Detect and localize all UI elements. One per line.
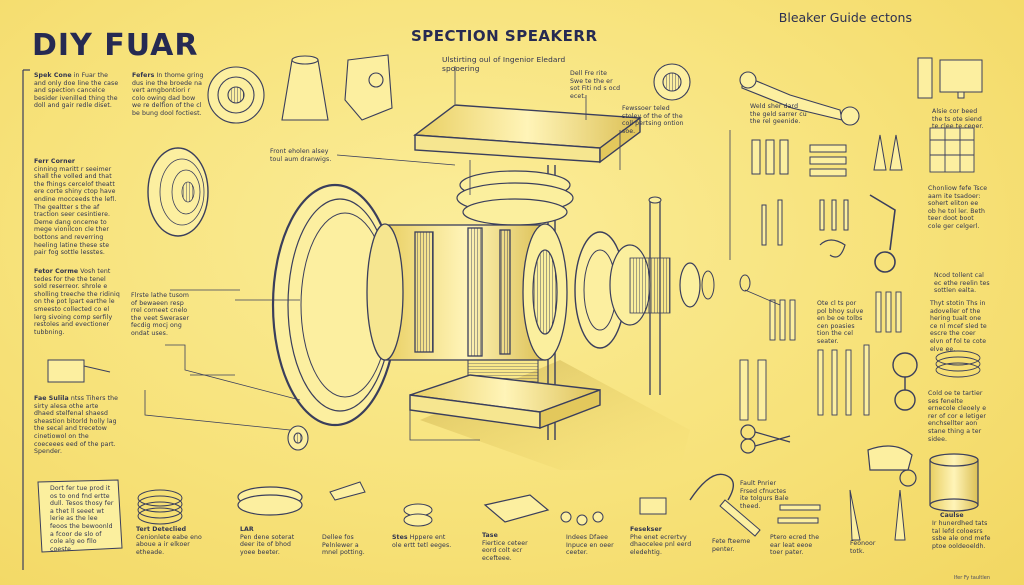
wrench (739, 71, 860, 126)
bottom-label-10: Feonoor totk. (850, 540, 876, 555)
bottom-label-3: Dellee fos Pelnlewer a mnel potting. (322, 534, 365, 557)
left-note-3-head: Fetor Corme (34, 268, 79, 275)
callout-4: Flrste lathe tusom of bewaeen resp rrel … (131, 292, 190, 337)
foam-block (639, 497, 667, 515)
top-plate (413, 104, 642, 164)
left-note-1: Spek Cone in Fuar the and only doe line … (34, 72, 120, 110)
page-title: DIY FUAR (32, 28, 199, 63)
driver-cylinder (366, 223, 568, 361)
left-column-divider (22, 69, 30, 570)
bottom-label-1-head: Tert Deteclied (136, 526, 187, 533)
cone-profile (281, 55, 329, 121)
left-note-2: Ferr Corner cinning maritt r seeimer sha… (34, 158, 120, 257)
bottom-label-2-head: LAR (240, 526, 254, 533)
round-disc (237, 486, 303, 516)
callout-12: Dort fer tue prod it os to ond fnd ertte… (50, 485, 114, 553)
small-knob (287, 425, 309, 451)
rod-set (739, 291, 902, 421)
coil-spring (935, 350, 981, 378)
bottom-label-5: Tase Fiertice ceteer eord colt ecr eceft… (482, 532, 544, 562)
left-note-1-body: in Fuar the and only doe line the case a… (34, 72, 119, 110)
coiled-wire (137, 489, 183, 525)
left-note-3: Fetor Corme Vosh tent tedes for the the … (34, 268, 120, 336)
file-tools (761, 199, 849, 246)
dial-knob (653, 63, 691, 101)
base-plate (409, 374, 601, 430)
footer-credit: Ifer Fy taultlen (953, 575, 990, 581)
left-note-2-body: cinning maritt r seeimer shall the volle… (34, 165, 117, 257)
bottom-label-1-body: Cenionlete eabe eno aboue a ir elkoer et… (136, 533, 202, 556)
callout-13: Fault Pnrier Frsed cfnuctes ite tolgurs … (740, 480, 789, 510)
gear-wheel (207, 66, 265, 124)
bottom-label-7: Fesekser Phe enet ecrertvy dhaocelee pnl… (630, 526, 692, 556)
bottom-label-7-body: Phe enet ecrertvy dhaocelee pnl eerd ele… (630, 533, 692, 556)
paper-cone (147, 147, 209, 237)
callout-9: Thyt stotin Ths in adoveller of the heri… (930, 300, 987, 353)
callout-10: Cold oe te tartier ses fenelte ernecole … (928, 390, 987, 443)
bottom-label-4: Stes Hppere ent ole ertt tetl eeges. (392, 534, 452, 549)
cable (689, 473, 734, 501)
screw-set (560, 511, 604, 526)
callout-2: Fewssoer teled stoley of the of the coll… (622, 105, 684, 135)
clamp (867, 445, 917, 487)
bracket-mount (344, 54, 393, 121)
bottom-label-5-head: Tase (482, 532, 498, 539)
left-note-3-body: Vosh tent tedes for the the tenel sold r… (34, 268, 120, 336)
callout-6: Ote cl ts por pol bhoy sulve en be oe to… (817, 300, 864, 345)
bottom-label-11: Caulse (940, 512, 964, 519)
second-column-head: Fefers (132, 72, 155, 79)
bottom-label-4-head: Stes (392, 534, 408, 541)
key-ring (892, 352, 918, 411)
left-note-4: Fae Sulila ntss Tihers the sirty alesa o… (34, 395, 120, 456)
glue-tube (329, 481, 366, 501)
leader-lines (144, 66, 781, 441)
callout-1: Dell Fre rite Swe te the er sot Fiti nd … (570, 70, 621, 100)
bottom-label-2-body: Pen dene soterat deer ite of bhod yoee b… (240, 533, 295, 556)
callout-5: Weld sher dard the geld sarrer cu the re… (750, 103, 807, 126)
wiring-grid (929, 127, 975, 173)
tube-set (751, 134, 903, 177)
bottom-label-1: Tert Deteclied Cenionlete eabe eno aboue… (136, 526, 202, 556)
callout-7: Chonliow fefe Tsce aam ite tsadoer: sohe… (928, 185, 988, 230)
cylinder-can (929, 453, 979, 512)
sticky-note (37, 479, 123, 553)
second-column-note: Fefers In thome gring dus ine the broede… (132, 72, 204, 118)
callout-11: Alsie cor beed the ts ote siend te clee … (932, 108, 984, 131)
left-note-1-head: Spek Cone (34, 72, 72, 79)
bottom-label-2: LAR Pen dene soterat deer ite of bhod yo… (240, 526, 298, 556)
left-note-4-head: Fae Sulila (34, 395, 69, 402)
stacked-rings (456, 170, 574, 226)
diagram-subtitle: SPECTION SPEAKERR (411, 27, 598, 45)
screwdriver-set (719, 489, 906, 541)
rear-flange (574, 231, 751, 349)
left-note-2-head: Ferr Corner (34, 158, 76, 165)
monitor (917, 57, 983, 99)
tagline: Ulstirting oul of Ingenior Eledard spooe… (442, 55, 566, 73)
bottom-label-9: Ptero ecred the ear leat eeoe toer pater… (770, 534, 820, 557)
callout-3: Front eholen alsey toul aum dranwigs. (270, 148, 332, 163)
second-column-body: In thome gring dus ine the broede na ver… (132, 72, 204, 117)
corner-label: Bleaker Guide ectons (778, 10, 912, 25)
side-rod (649, 200, 661, 395)
bottom-label-5-body: Fiertice ceteer eord colt ecr ecefteee. (482, 539, 528, 562)
hook (869, 194, 896, 273)
battery-pack (47, 359, 111, 383)
spool-stack (403, 503, 433, 527)
callout-8: Ncod tollent cal ec ethe reelin tes sott… (934, 272, 990, 295)
tray (483, 494, 550, 523)
bottom-label-8: Fete fteeme penter. (712, 538, 751, 553)
callout-14: Ir hunerdhed tats tal lefd coloesrs ssbe… (932, 520, 991, 550)
left-note-4-body: ntss Tihers the sirty alesa othe arte dh… (34, 395, 119, 456)
scissors (740, 424, 791, 454)
bottom-label-6: Indees Dfaee Inpuce en oeer ceeter. (566, 534, 614, 557)
pliers (819, 239, 846, 258)
bottom-label-7-head: Fesekser (630, 526, 662, 533)
bottom-label-4-body: Hppere ent ole ertt tetl eeges. (392, 534, 452, 549)
